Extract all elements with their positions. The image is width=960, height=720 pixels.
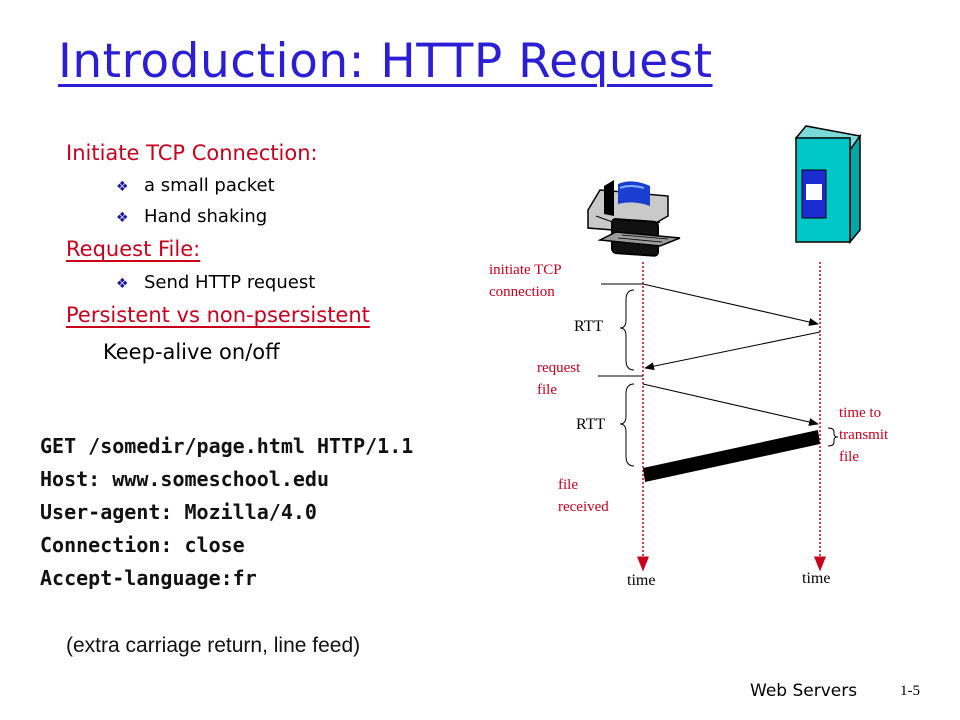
rtt-label: RTT: [576, 416, 606, 433]
client-time-label: time: [627, 572, 656, 589]
bullet-icon: ❖: [116, 276, 129, 292]
rtt-brace: [619, 289, 635, 371]
transmit-brace: [827, 427, 839, 447]
page-number: 1-5: [900, 683, 920, 699]
http-request-line: User-agent: Mozilla/4.0: [40, 500, 317, 524]
bullet-text: Hand shaking: [144, 206, 268, 227]
http-request-line: Connection: close: [40, 533, 245, 557]
bullet-item: ❖ Hand shaking: [116, 206, 267, 227]
file-transfer-bar: [643, 430, 820, 482]
syn-arrow: [642, 283, 819, 326]
received-label: file received: [558, 474, 609, 518]
initiate-label: initiate TCP connection: [489, 259, 562, 303]
bullet-icon: ❖: [116, 179, 129, 195]
label-line: received: [558, 499, 609, 515]
label-line: connection: [489, 284, 555, 300]
server-icon: [794, 125, 862, 245]
label-line: time to: [839, 405, 882, 421]
http-request-line: Accept-language:fr: [40, 566, 257, 590]
transmit-label: time to transmit file: [839, 402, 888, 468]
bullet-text: Send HTTP request: [144, 272, 316, 293]
footer-label: Web Servers: [750, 681, 858, 701]
label-line: file: [839, 449, 859, 465]
label-line: file: [537, 382, 557, 398]
label-line: file: [558, 477, 578, 493]
http-request-line: Host: www.someschool.edu: [40, 467, 329, 491]
keepalive-text: Keep-alive on/off: [103, 340, 280, 364]
rtt-brace: [619, 383, 635, 467]
request-heading: Request File:: [66, 237, 201, 261]
slide-title: Introduction: HTTP Request: [58, 34, 713, 89]
bullet-item: ❖ Send HTTP request: [116, 272, 315, 293]
synack-arrow: [644, 331, 821, 371]
bullet-item: ❖ a small packet: [116, 175, 275, 196]
persistent-heading: Persistent vs non-psersistent: [66, 303, 370, 327]
bullet-text: a small packet: [144, 175, 275, 196]
label-line: request: [537, 360, 581, 376]
client-computer-icon: [587, 180, 681, 257]
label-line: transmit: [839, 427, 889, 443]
rtt-label: RTT: [574, 318, 604, 335]
http-request-line: GET /somedir/page.html HTTP/1.1: [40, 434, 414, 458]
label-line: initiate TCP: [489, 262, 562, 278]
server-time-label: time: [802, 570, 831, 587]
request-label: request file: [537, 357, 580, 401]
http-request-note: (extra carriage return, line feed): [66, 634, 361, 657]
bullet-icon: ❖: [116, 210, 129, 226]
request-arrow: [642, 383, 819, 426]
tcp-heading: Initiate TCP Connection:: [66, 141, 318, 165]
